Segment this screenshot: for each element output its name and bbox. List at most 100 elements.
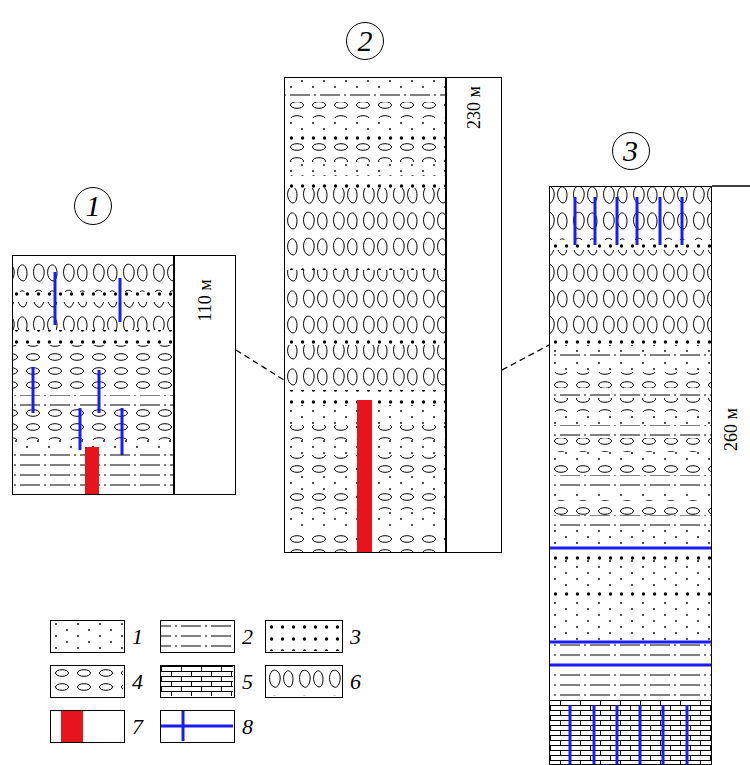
rock-symbol	[85, 447, 99, 495]
thickness-label: 110 м	[194, 279, 215, 321]
legend-swatch	[265, 665, 343, 698]
rock-symbol	[549, 412, 712, 425]
legend-item: 5	[160, 665, 253, 698]
rock-symbol	[549, 250, 712, 335]
rock-symbol	[119, 278, 122, 322]
rock-symbol	[549, 452, 712, 462]
rock-symbol	[569, 705, 572, 765]
legend-pattern	[266, 621, 341, 651]
section-column: 3	[549, 186, 712, 765]
section-column: 2	[284, 77, 446, 553]
legend-pattern-fill	[161, 621, 233, 651]
rock-symbol	[121, 408, 124, 455]
rock-symbol	[549, 362, 712, 372]
rock-symbol	[636, 197, 639, 245]
legend-item: 1	[50, 620, 143, 653]
thickness-label: 230 м	[463, 86, 484, 129]
rock-symbol	[12, 408, 174, 440]
rock-symbol	[549, 345, 712, 352]
rock-symbol	[549, 642, 712, 700]
thickness-label: 260 м	[721, 408, 742, 451]
legend-item: 2	[160, 620, 253, 653]
rock-symbol	[549, 700, 712, 765]
rock-symbol	[284, 77, 446, 92]
legend-item: 3	[265, 620, 361, 653]
thickness-tick	[712, 185, 750, 186]
legend-number: 5	[242, 669, 253, 695]
correlation-line	[502, 345, 549, 370]
legend-number: 6	[350, 669, 361, 695]
rock-symbol	[357, 400, 372, 553]
rock-symbol	[549, 530, 712, 548]
rock-symbol	[98, 370, 101, 413]
rock-symbol	[549, 372, 712, 388]
rock-symbol	[549, 352, 712, 362]
legend-number: 1	[132, 624, 143, 650]
legend-pattern-fill	[266, 666, 341, 696]
rock-symbol	[284, 118, 446, 130]
legend-item: 8	[160, 710, 253, 743]
rock-symbol	[549, 548, 712, 560]
rock-symbol	[549, 438, 712, 452]
rock-symbol	[12, 302, 174, 330]
rock-symbol	[284, 142, 446, 162]
rock-symbol	[549, 462, 712, 475]
rock-symbol	[12, 448, 174, 495]
column-3-layers	[549, 186, 750, 765]
rock-symbol	[284, 345, 446, 390]
legend-item: 6	[265, 665, 361, 698]
legend-pattern-fill	[51, 621, 123, 651]
legend-pattern	[161, 621, 233, 651]
rock-symbol	[549, 425, 712, 438]
rock-symbol	[549, 500, 712, 515]
thickness-box: 260 м	[712, 186, 750, 765]
rock-symbol	[54, 272, 57, 325]
legend-swatch	[50, 620, 125, 653]
section-column: 1	[12, 255, 174, 495]
legend-swatch	[265, 620, 343, 653]
correlation-line	[236, 350, 284, 380]
rock-symbol	[12, 345, 174, 395]
rock-symbol	[686, 705, 689, 765]
legend-pattern	[161, 666, 233, 696]
rock-symbol	[549, 490, 712, 500]
legend-pattern	[51, 621, 123, 651]
rock-symbol	[284, 335, 446, 345]
rock-symbol	[574, 197, 577, 245]
rock-symbol	[662, 705, 665, 765]
rock-symbol	[284, 130, 446, 142]
rock-symbol	[549, 186, 712, 240]
rock-symbol	[284, 175, 446, 188]
rock-symbol	[639, 705, 642, 765]
rock-symbol	[32, 367, 35, 413]
legend-pattern-fill	[266, 621, 341, 651]
rock-symbol	[549, 641, 712, 644]
rock-symbol	[284, 188, 446, 260]
legend-number: 3	[350, 624, 361, 650]
column-number: 2	[346, 22, 384, 60]
legend-number: 8	[242, 714, 253, 740]
rock-symbol	[12, 292, 174, 302]
rock-symbol	[284, 270, 446, 335]
rock-symbol	[659, 197, 662, 245]
legend-color-sample	[61, 711, 83, 742]
rock-symbol	[549, 560, 712, 590]
legend-pattern	[51, 666, 123, 696]
rock-symbol	[549, 664, 712, 667]
column-number: 1	[74, 187, 112, 225]
rock-symbol	[284, 162, 446, 175]
rock-symbol	[549, 388, 712, 398]
rock-symbol	[549, 240, 712, 250]
rock-symbol	[79, 408, 82, 450]
legend-line	[161, 725, 233, 728]
rock-symbol	[549, 590, 712, 600]
column-2-layers	[284, 77, 446, 553]
column-number: 3	[612, 132, 650, 170]
rock-symbol	[594, 197, 597, 245]
legend-swatch	[160, 620, 235, 653]
rock-symbol	[616, 197, 619, 245]
rock-symbol	[284, 260, 446, 270]
legend-pattern-fill	[161, 666, 233, 696]
legend-pattern-fill	[51, 666, 123, 696]
thickness-box: 110 м	[174, 255, 236, 495]
